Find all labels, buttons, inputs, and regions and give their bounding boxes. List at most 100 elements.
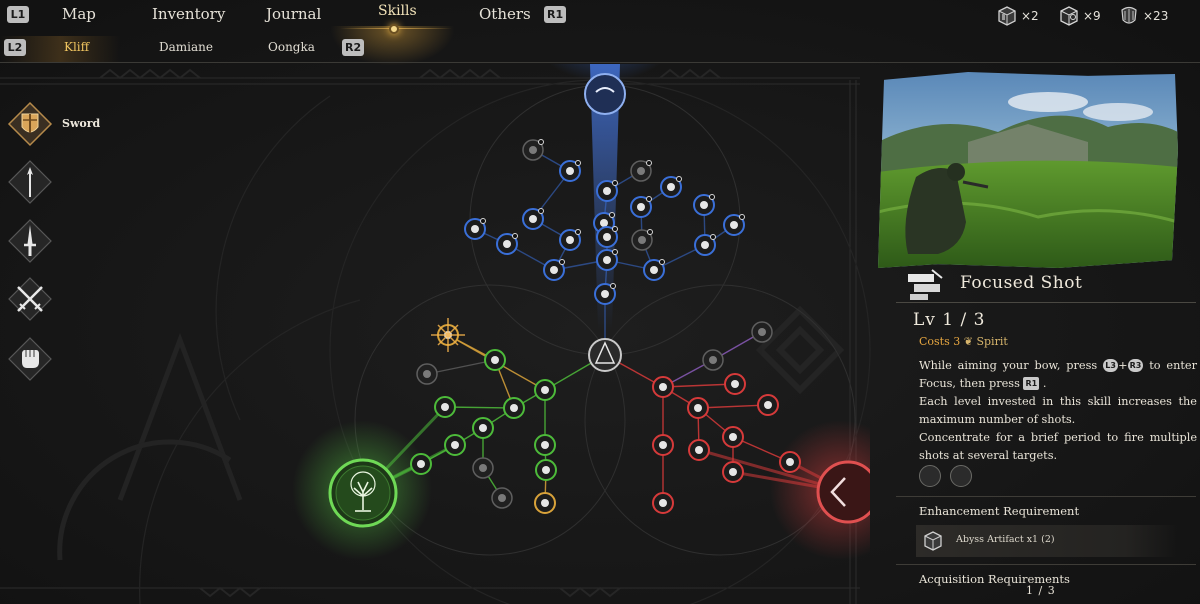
- skill-node[interactable]: [724, 373, 746, 395]
- node-level-indicator: [538, 139, 544, 145]
- requirement-item-quantity: x1 (2): [1026, 534, 1055, 545]
- skill-node[interactable]: [693, 194, 715, 216]
- skill-node[interactable]: [434, 396, 456, 418]
- skill-node[interactable]: [688, 439, 710, 461]
- currency-abyss-artifact: ×2: [996, 4, 1039, 28]
- node-level-indicator: [612, 249, 618, 255]
- skill-glyph-icon: [566, 236, 574, 244]
- desc-text: While aiming your bow, press: [919, 359, 1098, 372]
- skill-node[interactable]: [694, 234, 716, 256]
- skill-node[interactable]: [503, 397, 525, 419]
- skill-description-levels: Each level invested in this skill increa…: [919, 395, 1197, 426]
- node-level-indicator: [646, 196, 652, 202]
- related-skill-icon[interactable]: [919, 465, 941, 487]
- character-tab-oongka[interactable]: Oongka: [268, 40, 315, 54]
- skill-glyph-icon: [758, 328, 766, 336]
- weapon-slot-fist[interactable]: [7, 336, 53, 382]
- node-level-indicator: [659, 259, 665, 265]
- character-tab-damiane[interactable]: Damiane: [159, 40, 213, 54]
- spirit-icon: ❦: [963, 335, 973, 348]
- skill-node[interactable]: [543, 259, 565, 281]
- skill-node[interactable]: [472, 457, 494, 479]
- skill-node[interactable]: [723, 214, 745, 236]
- skill-node[interactable]: [559, 160, 581, 182]
- top-navigation: L1 Map Inventory Journal Skills Others R…: [0, 0, 1200, 66]
- tree-of-life-icon: [350, 471, 376, 512]
- weapon-slot-crossed-swords[interactable]: [7, 276, 53, 322]
- skill-node[interactable]: [652, 434, 674, 456]
- skill-node[interactable]: [522, 139, 544, 161]
- skill-node[interactable]: [464, 218, 486, 240]
- skill-node[interactable]: [491, 487, 513, 509]
- tab-others[interactable]: Others: [479, 5, 531, 23]
- skill-tree: [292, 64, 870, 560]
- skill-node[interactable]: [410, 453, 432, 475]
- skill-node[interactable]: [652, 376, 674, 398]
- weapon-slot-dagger[interactable]: [7, 218, 53, 264]
- skill-connection-line: [444, 406, 515, 409]
- node-level-indicator: [676, 176, 682, 182]
- skill-glyph-icon: [659, 441, 667, 449]
- shield-sword-icon: [7, 101, 53, 147]
- enhancement-requirement-item: Abyss Artifact x1 (2): [916, 525, 1178, 557]
- skill-glyph-icon: [603, 256, 611, 264]
- crescent-icon: [595, 87, 615, 93]
- skill-cost-type: Spirit: [976, 335, 1008, 348]
- skill-node[interactable]: [630, 196, 652, 218]
- skill-node[interactable]: [702, 349, 724, 371]
- requirement-item-name: Abyss Artifact: [956, 534, 1024, 545]
- skill-node[interactable]: [722, 461, 744, 483]
- skill-node[interactable]: [757, 394, 779, 416]
- skill-header-divider: [896, 302, 1196, 303]
- skill-node[interactable]: [687, 397, 709, 419]
- tab-map[interactable]: Map: [62, 5, 96, 23]
- skill-glyph-icon: [694, 404, 702, 412]
- skill-node[interactable]: [416, 363, 438, 385]
- skill-node[interactable]: [652, 492, 674, 514]
- skill-node[interactable]: [631, 229, 653, 251]
- skill-glyph-icon: [729, 433, 737, 441]
- r2-button-hint[interactable]: R2: [342, 39, 365, 56]
- skill-node[interactable]: [534, 492, 556, 514]
- skill-glyph-icon: [550, 266, 558, 274]
- skill-glyph-icon: [729, 468, 737, 476]
- skill-node[interactable]: [535, 459, 557, 481]
- skill-node[interactable]: [594, 283, 616, 305]
- node-level-indicator: [609, 212, 615, 218]
- skill-node[interactable]: [559, 229, 581, 251]
- skill-node[interactable]: [643, 259, 665, 281]
- skill-node[interactable]: [522, 208, 544, 230]
- skill-glyph-icon: [701, 241, 709, 249]
- skill-glyph-icon: [498, 494, 506, 502]
- weapon-slot-sword[interactable]: [7, 101, 53, 147]
- l1-button-hint[interactable]: L1: [7, 6, 29, 23]
- l3-button-glyph: L3: [1103, 359, 1119, 372]
- skill-node[interactable]: [496, 233, 518, 255]
- skill-node[interactable]: [444, 434, 466, 456]
- skill-glyph-icon: [659, 499, 667, 507]
- l2-button-hint[interactable]: L2: [4, 39, 26, 56]
- related-skill-icon[interactable]: [950, 465, 972, 487]
- skill-node[interactable]: [596, 249, 618, 271]
- skill-node[interactable]: [534, 434, 556, 456]
- skill-node[interactable]: [596, 180, 618, 202]
- blue-branch-root-node[interactable]: [584, 73, 626, 115]
- character-tab-kliff[interactable]: Kliff: [64, 40, 90, 54]
- skill-node[interactable]: [722, 426, 744, 448]
- skill-node[interactable]: [751, 321, 773, 343]
- tab-journal[interactable]: Journal: [266, 5, 322, 23]
- skill-node[interactable]: [779, 451, 801, 473]
- skill-node[interactable]: [630, 160, 652, 182]
- weapon-slot-spear[interactable]: [7, 159, 53, 205]
- node-level-indicator: [575, 229, 581, 235]
- skill-node[interactable]: [484, 349, 506, 371]
- skill-node[interactable]: [596, 226, 618, 248]
- skill-glyph-icon: [650, 266, 658, 274]
- skill-node[interactable]: [660, 176, 682, 198]
- skill-node[interactable]: [534, 379, 556, 401]
- r1-button-hint[interactable]: R1: [544, 6, 567, 23]
- red-branch-root-node[interactable]: [816, 460, 870, 524]
- tab-inventory[interactable]: Inventory: [152, 5, 226, 23]
- tab-skills[interactable]: Skills: [378, 3, 417, 19]
- skill-node[interactable]: [472, 417, 494, 439]
